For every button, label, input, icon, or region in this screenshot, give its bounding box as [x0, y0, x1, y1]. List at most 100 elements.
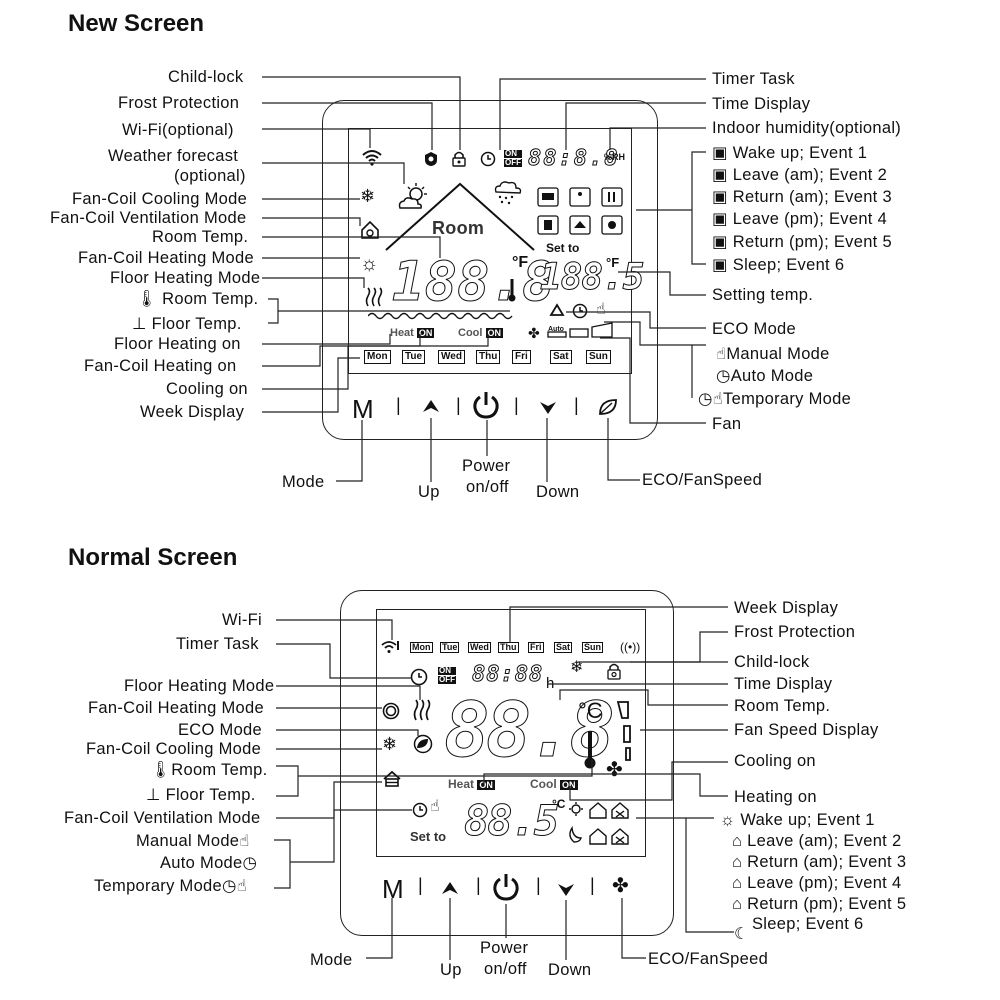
separator: | [476, 875, 481, 895]
wifi-icon [380, 640, 400, 658]
eco-leaf-button[interactable] [598, 398, 618, 420]
label-child-lock: Child-lock [734, 653, 810, 671]
heat-indicator: Heat ON [448, 777, 495, 791]
down-button[interactable] [556, 882, 576, 902]
new-screen-title: New Screen [68, 10, 205, 37]
new-week-days: Mon Tue Wed Thu Fri Sat Sun [364, 350, 624, 366]
day-thu: Thu [476, 350, 501, 364]
label-week-display: Week Display [734, 599, 839, 617]
wifi-icon [361, 148, 383, 170]
house-outline [384, 180, 554, 256]
house-ventilation-icon [382, 770, 402, 792]
fan-speed-bars [614, 700, 632, 768]
separator: | [514, 395, 519, 415]
label-auto-mode: Auto Mode◷ [160, 854, 258, 872]
label-wifi: Wi-Fi [222, 611, 262, 629]
label-fan-speed-display: Fan Speed Display [734, 721, 879, 739]
label-fancoil-heating-mode: Fan-Coil Heating Mode [88, 699, 264, 717]
thermometer-icon [508, 278, 516, 306]
day-thu: Thu [498, 642, 519, 653]
separator: | [456, 395, 461, 415]
label-floor-temp-sensor: ⊥ Floor Temp. [132, 315, 242, 333]
label-auto-mode: ◷Auto Mode [716, 367, 814, 385]
fan-speed-bars [546, 322, 616, 342]
label-timer-task: Timer Task [712, 70, 795, 88]
label-room-temp-sensor: 🌡︎ Room Temp. [136, 290, 259, 308]
eco-recycle-icon [548, 303, 566, 325]
label-event-1: ▣ Wake up; Event 1 [712, 144, 868, 162]
label-week-display: Week Display [140, 403, 245, 421]
manual-hand-icon: ☝ [596, 301, 606, 318]
up-button[interactable] [440, 880, 460, 900]
day-fri: Fri [528, 642, 544, 653]
label-down-button: Down [536, 483, 580, 501]
label-cooling-on: Cooling on [734, 752, 816, 770]
day-fri: Fri [512, 350, 531, 364]
cool-indicator: Cool ON [458, 327, 504, 339]
label-fancoil-heating-mode: Fan-Coil Heating Mode [78, 249, 254, 267]
day-mon: Mon [410, 642, 433, 653]
power-button[interactable] [472, 390, 500, 424]
label-floor-temp: ⊥ Floor Temp. [146, 786, 256, 804]
label-cooling-on: Cooling on [166, 380, 248, 398]
lock-icon [452, 150, 466, 171]
label-up-button: Up [440, 961, 462, 979]
fan-auto-label: Auto [548, 326, 564, 333]
day-sat: Sat [550, 350, 572, 364]
normal-screen-title: Normal Screen [68, 544, 238, 571]
normal-week-days: Mon Tue Wed Thu Fri Sat Sun [410, 642, 610, 656]
label-down-button: Down [548, 961, 592, 979]
separator: | [574, 395, 579, 415]
power-button[interactable] [492, 872, 520, 906]
label-setting-temp: Setting temp. [712, 286, 814, 304]
label-manual-mode: ☝Manual Mode [716, 345, 830, 363]
label-manual-mode: Manual Mode☝ [136, 832, 250, 850]
fancoil-heating-ring-icon [382, 702, 400, 724]
day-tue: Tue [440, 642, 460, 653]
day-wed: Wed [468, 642, 491, 653]
label-time-display: Time Display [734, 675, 833, 693]
room-temp-digits: 188.8 [392, 250, 556, 313]
timer-clock-icon [412, 802, 428, 822]
heat-indicator: Heat ON [390, 327, 435, 339]
eco-fanspeed-button[interactable]: ✤ [612, 875, 629, 897]
label-floor-heating-mode: Floor Heating Mode [110, 269, 261, 287]
separator: | [590, 875, 595, 895]
label-event-2: ▣ Leave (am); Event 2 [712, 166, 888, 184]
label-fancoil-heating-on: Fan-Coil Heating on [84, 357, 237, 375]
time-display-digits: 88:8.8 [527, 146, 620, 171]
separator: | [396, 395, 401, 415]
floor-heating-bar [367, 309, 518, 325]
day-tue: Tue [402, 350, 426, 364]
frost-protection-icon [424, 151, 438, 171]
down-button[interactable] [538, 400, 558, 420]
label-event-6: Sleep; Event 6 [752, 915, 864, 933]
label-timer-task: Timer Task [176, 635, 259, 653]
fan-icon: ✤ [528, 325, 540, 341]
rain-cloud-weather-icon [492, 178, 526, 212]
frost-protection-icon: ❄ [570, 659, 584, 676]
fan-icon: ✤ [606, 759, 623, 781]
label-room-temp: 🌡︎Room Temp. [150, 761, 268, 779]
label-fancoil-ventilation-mode: Fan-Coil Ventilation Mode [50, 209, 247, 227]
mode-button[interactable]: M [352, 394, 374, 424]
cool-indicator: Cool ON [530, 777, 578, 791]
label-room-temp: Room Temp. [152, 228, 249, 246]
event-icons-grid [568, 800, 634, 850]
label-time-display: Time Display [712, 95, 811, 113]
label-event-5: ▣ Return (pm); Event 5 [712, 233, 892, 251]
label-fancoil-ventilation-mode: Fan-Coil Ventilation Mode [64, 809, 261, 827]
label-room-temp-right: Room Temp. [734, 697, 831, 715]
mode-button[interactable]: M [382, 874, 404, 904]
set-to-label: Set to [546, 241, 580, 255]
eco-leaf-icon [412, 734, 434, 758]
label-fancoil-cooling-mode: Fan-Coil Cooling Mode [72, 190, 248, 208]
label-eco-fanspeed: ECO/FanSpeed [642, 471, 763, 489]
snowflake-cooling-icon: ❄ [382, 734, 398, 754]
label-heating-on: Heating on [734, 788, 817, 806]
sun-cloud-weather-icon [396, 182, 432, 216]
label-event-2: ⌂ Leave (am); Event 2 [732, 832, 902, 850]
label-up-button: Up [418, 483, 440, 501]
up-button[interactable] [421, 398, 441, 418]
on-off-indicator: ON OFF [504, 149, 522, 167]
